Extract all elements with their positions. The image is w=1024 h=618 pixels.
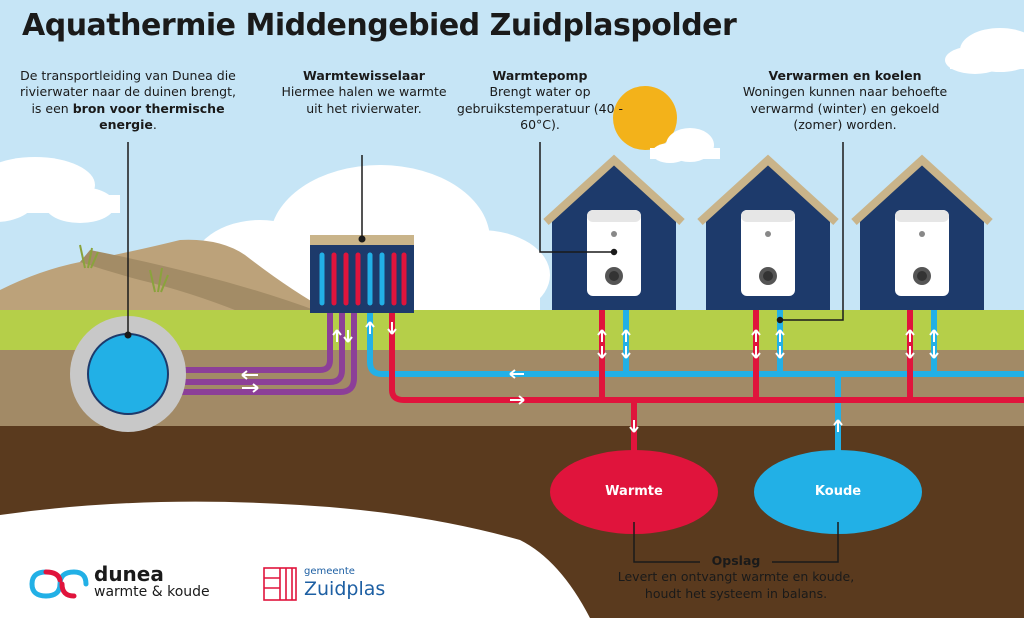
zuidplas-logo-icon (263, 567, 297, 601)
cloud-icon (945, 28, 1024, 74)
cloud-icon (0, 157, 120, 223)
logo-panel (0, 501, 590, 618)
page-title: Aquathermie Middengebied Zuidplaspolder (22, 8, 737, 43)
house-2 (697, 154, 839, 310)
grass-tuft-icon (79, 244, 99, 269)
dunea-logo-icon (29, 569, 89, 599)
arrow-up-icon (365, 321, 375, 334)
river-water (87, 333, 169, 415)
heat-pump-text: Brengt water op gebruikstemperatuur (40 … (456, 84, 624, 132)
municipality-name: Zuidplas (304, 578, 386, 600)
heat-pump-callout: Warmtepomp Brengt water op gebruikstempe… (454, 68, 626, 133)
heating-cooling-callout: Verwarmen en koelen Woningen kunnen naar… (742, 68, 948, 133)
arrow-up-icon (332, 329, 342, 342)
warm-storage (550, 450, 718, 534)
house-3 (851, 154, 993, 310)
intro-text: De transportleiding van Dunea die rivier… (20, 68, 236, 132)
storage-text: Levert en ontvangt warmte en koude, houd… (617, 569, 855, 601)
cold-storage (754, 450, 922, 534)
heating-cooling-label: Verwarmen en koelen (768, 68, 922, 83)
warm-storage-label: Warmte (605, 484, 663, 499)
house-1 (543, 154, 685, 310)
heat-pump-icon (741, 210, 795, 296)
sun-icon (613, 86, 677, 150)
arrow-left-icon (509, 369, 524, 379)
cloud-icon (650, 128, 720, 163)
dunea-logo-name: dunea (94, 562, 164, 586)
storage-label: Opslag (711, 553, 761, 568)
cold-storage-label: Koude (814, 484, 862, 499)
river-pipe (160, 310, 357, 395)
arrow-down-icon (629, 420, 639, 433)
heat-exchanger-callout: Warmtewisselaar Hiermee halen we warmte … (280, 68, 448, 117)
arrow-down-icon (343, 330, 353, 343)
heating-cooling-text: Woningen kunnen naar behoefte verwarmd (… (742, 84, 948, 132)
grass-tuft-icon (149, 267, 169, 293)
heat-exchanger (310, 235, 414, 313)
municipality-small: gemeente (304, 566, 355, 577)
heat-exchanger-label: Warmtewisselaar (303, 68, 425, 83)
heat-pump-label: Warmtepomp (492, 68, 588, 83)
heat-exchanger-text: Hiermee halen we warmte uit het rivierwa… (281, 84, 447, 116)
leader-lines (127, 142, 844, 563)
dunea-logo-sub: warmte & koude (94, 584, 210, 600)
storage-callout: Opslag Levert en ontvangt warmte en koud… (600, 553, 872, 602)
arrow-up-icon (833, 419, 843, 432)
heat-pump-icon (895, 210, 949, 296)
arrow-right-icon (510, 395, 525, 405)
arrow-down-icon (387, 322, 397, 335)
